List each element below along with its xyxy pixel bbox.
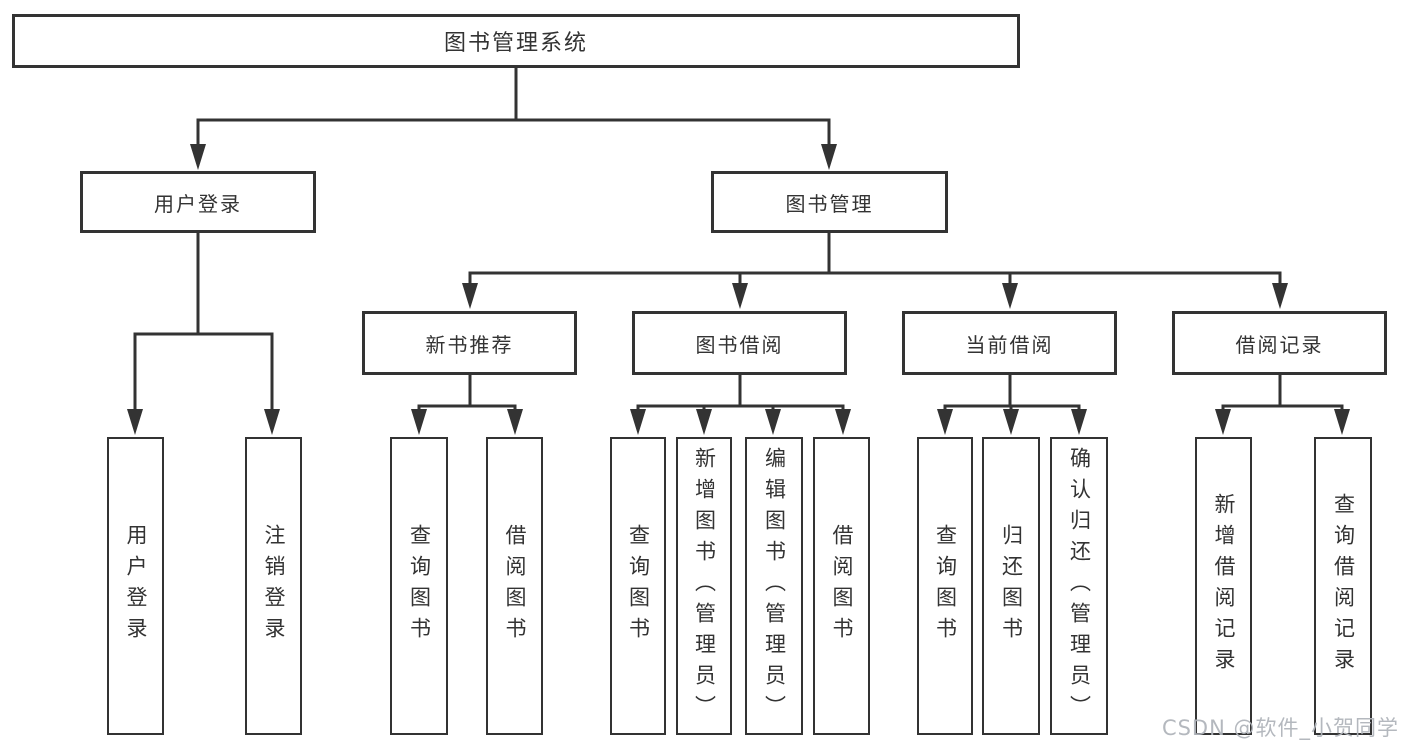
- leaf-add-borrow-record-label: 新增借阅记录: [1212, 493, 1236, 679]
- node-user-login: 用户登录: [80, 171, 316, 233]
- leaf-logout-login-label: 注销登录: [262, 524, 286, 648]
- leaf-user-login: 用户登录: [107, 437, 164, 735]
- leaf-query-books-recommend-label: 查询图书: [407, 524, 432, 648]
- leaf-query-books-borrow-label: 查询图书: [626, 524, 651, 648]
- node-current-borrowing: 当前借阅: [902, 311, 1117, 375]
- node-new-book-recommend-label: 新书推荐: [425, 332, 514, 357]
- leaf-confirm-return-admin-label: 确认归还（管理员）: [1067, 446, 1092, 726]
- leaf-borrow-books-recommend: 借阅图书: [486, 437, 543, 735]
- leaf-query-borrow-record: 查询借阅记录: [1314, 437, 1372, 735]
- node-borrowing-records: 借阅记录: [1172, 311, 1387, 375]
- watermark: CSDN @软件_小贺同学: [1161, 716, 1399, 740]
- leaf-user-login-label: 用户登录: [124, 524, 148, 648]
- leaf-add-books-admin-label: 新增图书（管理员）: [692, 446, 717, 726]
- leaf-logout-login: 注销登录: [245, 437, 302, 735]
- node-book-borrowing: 图书借阅: [632, 311, 847, 375]
- node-user-login-label: 用户登录: [154, 191, 242, 216]
- leaf-query-books-current: 查询图书: [917, 437, 973, 735]
- node-library-system: 图书管理系统: [12, 14, 1020, 68]
- leaf-borrow-books-recommend-label: 借阅图书: [503, 524, 527, 648]
- leaf-query-books-borrow: 查询图书: [610, 437, 666, 735]
- leaf-edit-books-admin-label: 编辑图书（管理员）: [762, 446, 787, 726]
- node-book-management-label: 图书管理: [785, 191, 874, 216]
- node-book-borrowing-label: 图书借阅: [695, 332, 784, 357]
- leaf-borrow-books: 借阅图书: [813, 437, 870, 735]
- node-borrowing-records-label: 借阅记录: [1235, 332, 1324, 357]
- node-book-management: 图书管理: [711, 171, 948, 233]
- leaf-query-borrow-record-label: 查询借阅记录: [1331, 493, 1356, 679]
- leaf-query-books-current-label: 查询图书: [933, 524, 958, 648]
- leaf-borrow-books-label: 借阅图书: [830, 524, 854, 648]
- leaf-query-books-recommend: 查询图书: [390, 437, 448, 735]
- node-current-borrowing-label: 当前借阅: [965, 332, 1054, 357]
- leaf-confirm-return-admin: 确认归还（管理员）: [1050, 437, 1108, 735]
- node-new-book-recommend: 新书推荐: [362, 311, 577, 375]
- leaf-edit-books-admin: 编辑图书（管理员）: [745, 437, 803, 735]
- leaf-add-books-admin: 新增图书（管理员）: [676, 437, 732, 735]
- leaf-add-borrow-record: 新增借阅记录: [1195, 437, 1252, 735]
- leaf-return-books: 归还图书: [982, 437, 1040, 735]
- leaf-return-books-label: 归还图书: [999, 524, 1024, 648]
- node-library-system-label: 图书管理系统: [443, 31, 588, 56]
